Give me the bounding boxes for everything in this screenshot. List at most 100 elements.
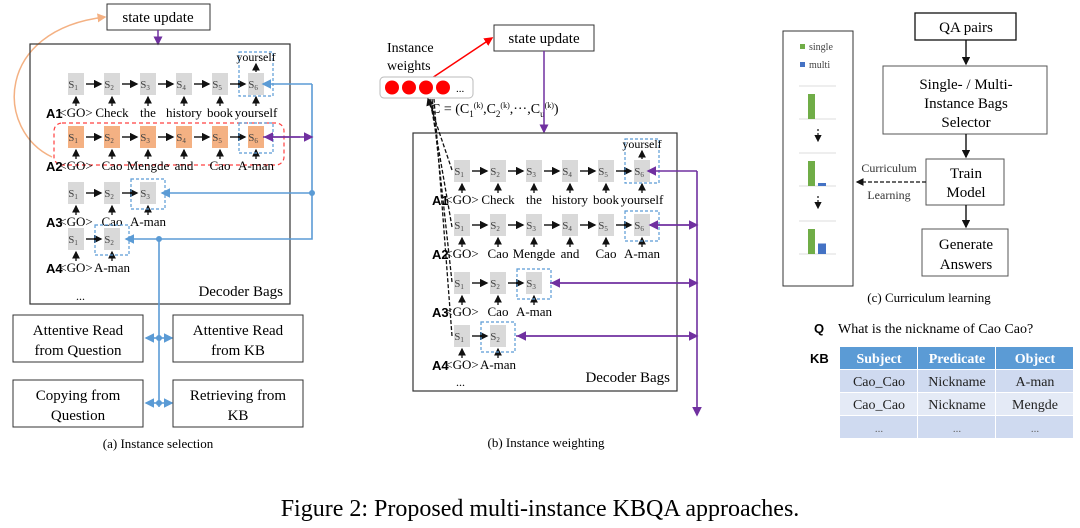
state-cell (140, 73, 156, 95)
svg-text:Instance Bags: Instance Bags (924, 96, 1008, 112)
state-label: S6 (634, 220, 644, 233)
input-token: A-man (238, 158, 275, 173)
table-cell (996, 370, 1073, 392)
selected-instance-highlight (53, 122, 285, 166)
module-attentive-read-kb: Attentive Read from KB (172, 314, 304, 363)
table-cell-text: ... (953, 423, 962, 435)
weight-dot (436, 80, 450, 95)
ellipsis-b: ... (456, 375, 465, 389)
state-update-box-b (493, 24, 595, 52)
table-cell (996, 416, 1073, 438)
decoder-bags-label-a: Decoder Bags (198, 284, 283, 300)
flow-train-model: Train Model (925, 158, 1005, 206)
table-header-cell (840, 347, 917, 369)
state-label: S5 (212, 132, 222, 145)
input-token: and (175, 158, 194, 173)
row-label: A1 (46, 106, 63, 121)
input-token: yourself (621, 192, 664, 207)
junction-dot (308, 190, 315, 197)
input-token: <GO> (445, 246, 478, 261)
state-label: S1 (454, 166, 464, 179)
state-label: S1 (68, 188, 78, 201)
table-cell-text: Mengde (1012, 398, 1058, 413)
state-cell (490, 160, 506, 182)
table-cell (918, 370, 995, 392)
input-token: Cao (488, 304, 509, 319)
state-label: S4 (176, 132, 186, 145)
svg-text:Retrieving from: Retrieving from (190, 388, 287, 404)
table-cell (918, 416, 995, 438)
instance-weights-label-1: Instance (387, 41, 434, 56)
state-label: S1 (454, 220, 464, 233)
single-bar (808, 161, 815, 186)
output-box (624, 210, 660, 242)
output-box (238, 122, 274, 154)
state-label: S3 (140, 79, 150, 92)
state-cell (104, 182, 120, 204)
input-token: A-man (130, 214, 167, 229)
state-label: S3 (526, 278, 536, 291)
output-box (130, 178, 166, 210)
state-cell (454, 272, 470, 294)
decoder-row-a1: S1<GO>S2CheckS3theS4historyS5bookS6yours… (432, 137, 664, 208)
svg-text:QA pairs: QA pairs (939, 20, 993, 36)
input-token: Mengde (127, 158, 170, 173)
table-cell-text: ... (875, 423, 884, 435)
output-box (516, 268, 552, 300)
weights-to-state-arrow (431, 37, 494, 79)
output-token: yourself (622, 137, 661, 151)
svg-text:Single- / Multi-: Single- / Multi- (919, 77, 1012, 93)
decoder-bags-box-a (29, 43, 291, 305)
input-token: <GO> (445, 304, 478, 319)
state-update-label-a: state update (122, 10, 194, 26)
instance-weights-label-2: weights (387, 59, 431, 74)
state-cell (490, 272, 506, 294)
svg-text:Attentive Read: Attentive Read (193, 323, 284, 339)
caption-c: (c) Curriculum learning (867, 290, 991, 305)
state-update-label-b: state update (508, 31, 580, 47)
state-cell (176, 126, 192, 148)
question-text: What is the nickname of Cao Cao? (838, 322, 1033, 337)
table-cell (996, 393, 1073, 415)
input-token: Check (95, 105, 129, 120)
state-label: S6 (634, 166, 644, 179)
input-token: <GO> (445, 192, 478, 207)
table-cell (918, 393, 995, 415)
state-label: S4 (562, 220, 572, 233)
input-token: history (552, 192, 589, 207)
state-label: S2 (104, 132, 114, 145)
table-header-cell (918, 347, 995, 369)
state-cell (634, 160, 650, 182)
input-token: Cao (210, 158, 231, 173)
state-label: S3 (140, 132, 150, 145)
input-token: <GO> (59, 214, 92, 229)
input-token: A-man (516, 304, 553, 319)
row-label: A3 (432, 305, 449, 320)
svg-text:Train: Train (950, 166, 982, 182)
state-cell (526, 160, 542, 182)
junction-dot (156, 399, 163, 406)
panel-c-curriculum-learning: single multi QA pairs Single- / Multi- I… (782, 12, 1073, 438)
state-label: S1 (68, 132, 78, 145)
input-token: A-man (624, 246, 661, 261)
input-token: Cao (102, 214, 123, 229)
row-label: A1 (432, 193, 449, 208)
state-cell (454, 325, 470, 347)
state-label: S2 (490, 166, 500, 179)
legend-multi-label: multi (809, 60, 830, 71)
module-label-line1: Attentive Read (33, 323, 124, 339)
svg-text:KB: KB (228, 408, 249, 424)
multi-bar (818, 243, 826, 254)
output-box (238, 51, 274, 97)
weight-dot (402, 80, 416, 95)
input-token: <GO> (59, 260, 92, 275)
table-cell-text: Cao_Cao (853, 375, 905, 390)
input-token: <GO> (445, 357, 478, 372)
